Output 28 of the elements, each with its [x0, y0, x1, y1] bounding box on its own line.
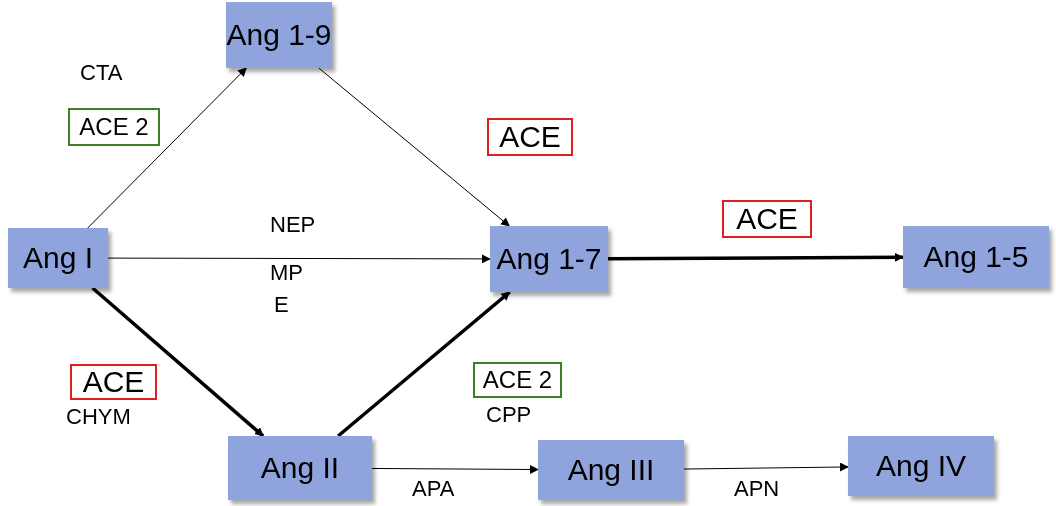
arrow — [683, 462, 849, 472]
arrow — [371, 465, 539, 474]
arrow — [318, 67, 510, 227]
enzyme-label: CHYM — [66, 406, 131, 428]
enzyme-label: NEP — [270, 214, 316, 236]
peptide-box: Ang III — [538, 440, 684, 500]
enzyme-box: ACE — [487, 118, 573, 156]
enzyme-label: MP — [270, 262, 303, 284]
peptide-box: Ang 1-9 — [226, 2, 332, 68]
enzyme-label: APA — [412, 478, 455, 500]
arrow — [337, 290, 511, 438]
peptide-box: Ang I — [8, 228, 108, 288]
peptide-box: Ang 1-5 — [903, 226, 1049, 288]
enzyme-label: APN — [734, 478, 780, 500]
peptide-box: Ang II — [228, 436, 372, 500]
enzyme-label: CPP — [486, 404, 532, 426]
enzyme-box: ACE 2 — [473, 362, 562, 398]
arrow — [107, 254, 491, 264]
peptide-box: Ang 1-7 — [490, 226, 608, 292]
enzyme-label: CTA — [80, 62, 123, 84]
peptide-box: Ang IV — [848, 436, 994, 496]
enzyme-box: ACE 2 — [68, 108, 160, 146]
arrow — [87, 67, 247, 229]
arrow — [91, 286, 265, 438]
enzyme-box: ACE — [722, 200, 812, 238]
enzyme-label: E — [274, 294, 289, 316]
enzyme-box: ACE — [70, 364, 157, 400]
arrow — [608, 252, 904, 262]
